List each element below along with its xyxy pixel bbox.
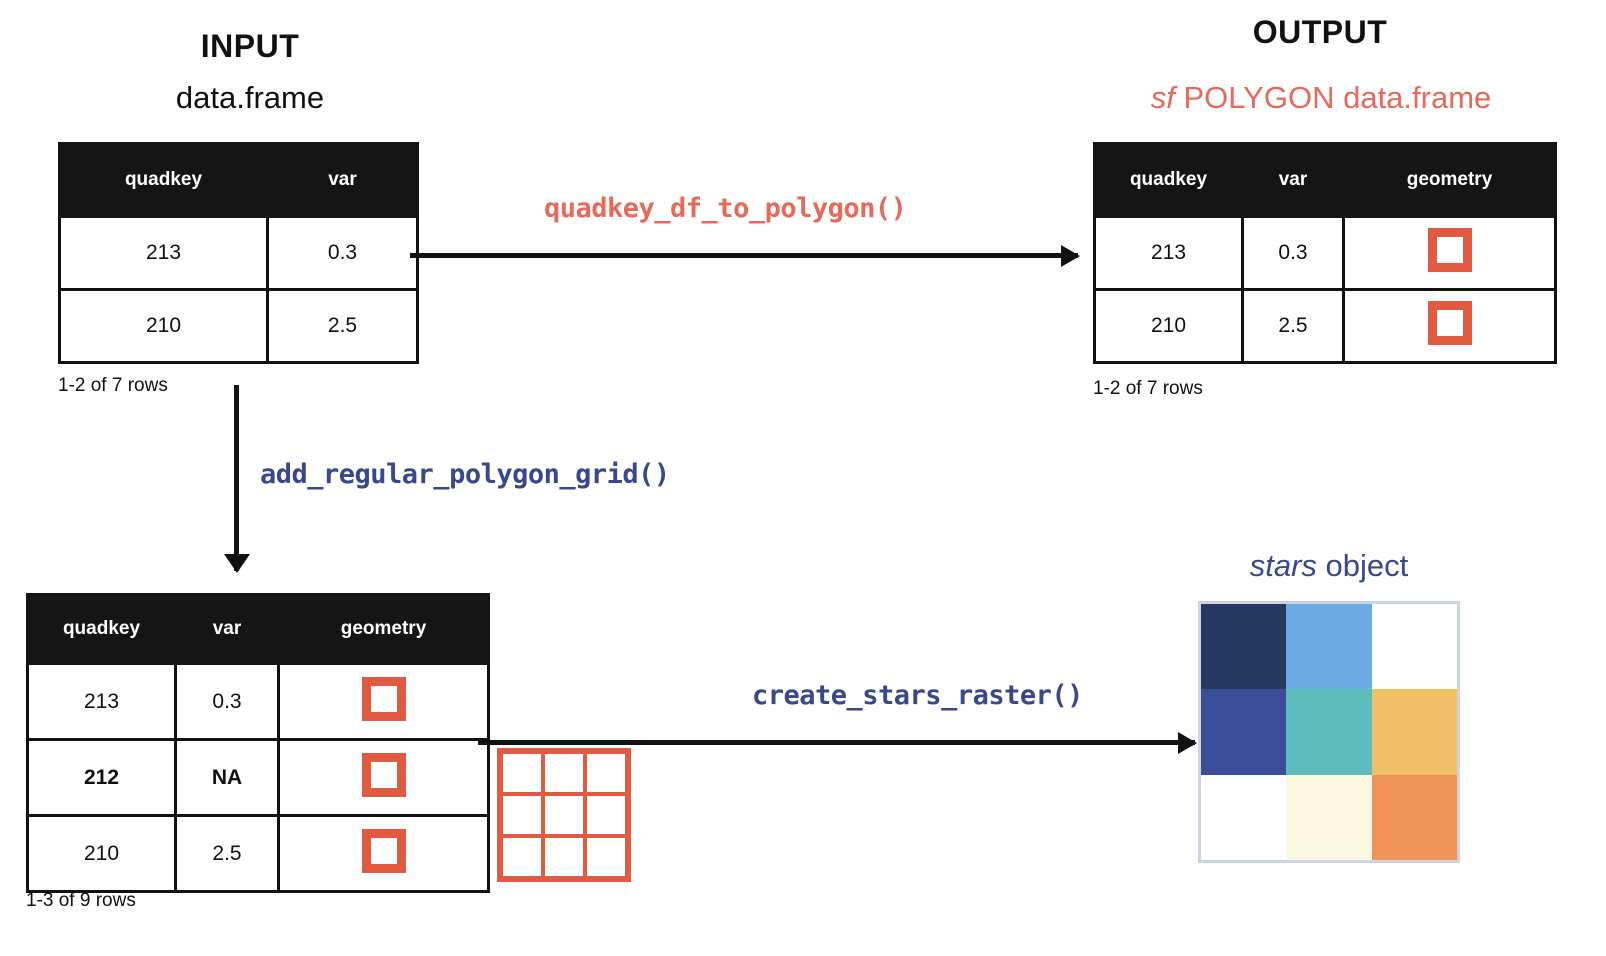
input-col-var: var (266, 142, 419, 218)
grid-cell (499, 792, 545, 838)
cell-var: 2.5 (1241, 288, 1345, 364)
table-row: 210 2.5 (1093, 288, 1557, 364)
output-col-geometry: geometry (1342, 142, 1557, 218)
cell-quadkey: 210 (1093, 288, 1244, 364)
output-subheading-rest: POLYGON data.frame (1174, 80, 1492, 115)
cell-geometry (277, 662, 490, 741)
regular-polygon-grid-glyph (497, 748, 631, 882)
cell-var: NA (174, 738, 280, 817)
polygon-square-icon (1427, 301, 1472, 345)
raster-cell-r0c0 (1201, 604, 1287, 690)
table-row-added: 212 NA (26, 738, 490, 817)
table-header-row: quadkey var (58, 142, 419, 218)
grid-col-quadkey: quadkey (26, 593, 177, 665)
input-table: quadkey var 213 0.3 210 2.5 (58, 142, 419, 364)
grid-cell (583, 792, 629, 838)
arrow-grid-to-stars (478, 740, 1195, 745)
grid-cell (541, 750, 587, 796)
grid-cell (541, 792, 587, 838)
table-header-row: quadkey var geometry (26, 593, 490, 665)
table-row: 210 2.5 (26, 814, 490, 893)
cell-geometry (1342, 215, 1557, 291)
grid-cell (499, 750, 545, 796)
raster-cell-r0c1 (1286, 604, 1372, 690)
table-row: 213 0.3 (26, 662, 490, 741)
cell-geometry (277, 738, 490, 817)
cell-var: 0.3 (174, 662, 280, 741)
input-caption: 1-2 of 7 rows (58, 375, 168, 396)
table-row: 213 0.3 (1093, 215, 1557, 291)
grid-cell (541, 834, 587, 880)
cell-var: 0.3 (1241, 215, 1345, 291)
raster-cell-r1c1 (1286, 689, 1372, 775)
cell-geometry (1342, 288, 1557, 364)
table-row: 213 0.3 (58, 215, 419, 291)
polygon-square-icon (361, 676, 406, 721)
output-col-quadkey: quadkey (1093, 142, 1244, 218)
cell-quadkey: 213 (26, 662, 177, 741)
polygon-square-icon (361, 752, 406, 797)
grid-col-geometry: geometry (277, 593, 490, 665)
polygon-grid-table: quadkey var geometry 213 0.3 212 NA (26, 593, 490, 893)
arrow-input-to-grid-table (234, 385, 239, 571)
raster-cell-r2c2 (1371, 774, 1457, 860)
grid-cell (583, 834, 629, 880)
output-caption: 1-2 of 7 rows (1093, 378, 1203, 399)
cell-var: 2.5 (266, 288, 419, 364)
cell-quadkey: 210 (26, 814, 177, 893)
cell-quadkey: 213 (58, 215, 269, 291)
raster-cell-r1c0 (1201, 689, 1287, 775)
grid-table-caption: 1-3 of 9 rows (26, 890, 136, 911)
output-col-var: var (1241, 142, 1345, 218)
input-heading: INPUT (200, 28, 300, 64)
stars-object-label: stars object (1198, 548, 1460, 584)
polygon-square-icon (1427, 228, 1472, 272)
stars-raster (1198, 601, 1460, 863)
raster-cell-r0c2 (1371, 604, 1457, 690)
quadkey-df-to-polygon-label: quadkey_df_to_polygon() (544, 193, 907, 224)
output-subheading: sf POLYGON data.frame (1095, 80, 1547, 116)
grid-col-var: var (174, 593, 280, 665)
stars-label-italic: stars (1249, 548, 1317, 583)
cell-quadkey: 213 (1093, 215, 1244, 291)
raster-cell-r1c2 (1371, 689, 1457, 775)
raster-cell-r2c0 (1201, 774, 1287, 860)
cell-geometry (277, 814, 490, 893)
output-heading: OUTPUT (1252, 14, 1388, 50)
raster-cell-r2c1 (1286, 774, 1372, 860)
add-regular-polygon-grid-label: add_regular_polygon_grid() (260, 459, 670, 490)
input-col-quadkey: quadkey (58, 142, 269, 218)
cell-var: 0.3 (266, 215, 419, 291)
table-header-row: quadkey var geometry (1093, 142, 1557, 218)
polygon-square-icon (361, 828, 406, 873)
cell-quadkey: 210 (58, 288, 269, 364)
grid-cell (583, 750, 629, 796)
create-stars-raster-label: create_stars_raster() (752, 680, 1083, 711)
input-subheading: data.frame (175, 80, 325, 115)
output-subheading-italic: sf (1150, 80, 1175, 115)
cell-var: 2.5 (174, 814, 280, 893)
arrow-input-to-output (410, 253, 1078, 258)
stars-label-rest: object (1316, 548, 1409, 583)
output-table: quadkey var geometry 213 0.3 210 2.5 (1093, 142, 1557, 364)
table-row: 210 2.5 (58, 288, 419, 364)
grid-cell (499, 834, 545, 880)
cell-quadkey: 212 (26, 738, 177, 817)
